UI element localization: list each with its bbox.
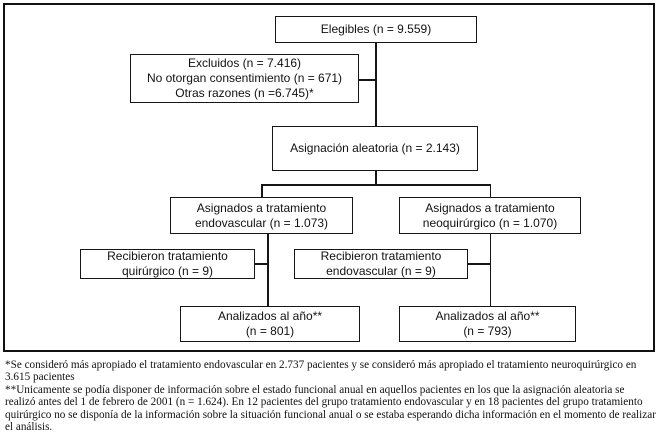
box-analyzed-neurosurgical-line-2: (n = 793): [463, 324, 512, 338]
connector-excluded-branch: [358, 79, 376, 81]
connector-split-bar: [261, 184, 491, 186]
box-excluded-line-2: No otorgan consentimiento (n = 671): [146, 71, 343, 85]
connector-endo-to-analyzed: [267, 233, 269, 307]
box-analyzed-endovascular-line-1: Analizados al año**: [217, 309, 323, 323]
footnote-double-asterisk: **Unicamente se podía disponer de inform…: [5, 383, 656, 434]
connector-eligibles-to-randomization: [375, 43, 377, 127]
footnotes: *Se consideró más apropiado el tratamien…: [5, 359, 657, 433]
box-assigned-endovascular-line-2: endovascular (n = 1.073): [194, 215, 329, 230]
box-analyzed-endovascular-line-2: (n = 801): [245, 324, 295, 338]
box-received-endovascular-line-1: Recibieron tratamiento: [320, 249, 442, 263]
box-assigned-endovascular: Asignados a tratamiento endovascular (n …: [170, 197, 353, 234]
connector-neo-to-analyzed: [489, 233, 491, 307]
box-excluded: Excluidos (n = 7.416) No otorgan consent…: [130, 54, 359, 103]
footnote-asterisk: *Se consideró más apropiado el tratamien…: [5, 359, 637, 384]
box-received-surgical-line-2: quirúrgico (n = 9): [121, 264, 214, 278]
box-random-assignment: Asignación aleatoria (n = 2.143): [272, 126, 478, 171]
box-analyzed-neurosurgical-line-1: Analizados al año**: [435, 309, 540, 323]
box-assigned-neurosurgical: Asignados a tratamiento neoquirúrgico (n…: [399, 197, 581, 234]
box-received-endovascular: Recibieron tratamiento endovascular (n =…: [294, 249, 468, 279]
box-assigned-neurosurgical-line-1: Asignados a tratamiento: [425, 200, 555, 215]
box-received-surgical: Recibieron tratamiento quirúrgico (n = 9…: [80, 249, 255, 279]
connector-randomization-stem: [375, 170, 377, 185]
box-assigned-endovascular-line-1: Asignados a tratamiento: [196, 200, 327, 215]
connector-split-left-drop: [261, 184, 263, 198]
box-eligibles: Elegibles (n = 9.559): [275, 16, 477, 43]
box-received-surgical-line-1: Recibieron tratamiento: [107, 249, 228, 263]
box-excluded-line-3: Otras razones (n =6.745)*: [175, 86, 314, 100]
box-analyzed-neurosurgical: Analizados al año** (n = 793): [399, 306, 576, 342]
box-analyzed-endovascular: Analizados al año** (n = 801): [180, 306, 360, 342]
box-excluded-line-1: Excluidos (n = 7.416): [187, 56, 302, 70]
connector-received-surgical-branch: [253, 263, 268, 265]
box-received-endovascular-line-2: endovascular (n = 9): [326, 264, 436, 278]
box-assigned-neurosurgical-line-2: neoquirúrgico (n = 1.070): [422, 215, 558, 230]
box-random-assignment-label: Asignación aleatoria (n = 2.143): [290, 141, 460, 155]
connector-received-endovascular-branch: [466, 263, 490, 265]
box-eligibles-label: Elegibles (n = 9.559): [320, 22, 432, 36]
diagram-frame: [3, 3, 655, 352]
connector-split-right-drop: [489, 184, 491, 198]
